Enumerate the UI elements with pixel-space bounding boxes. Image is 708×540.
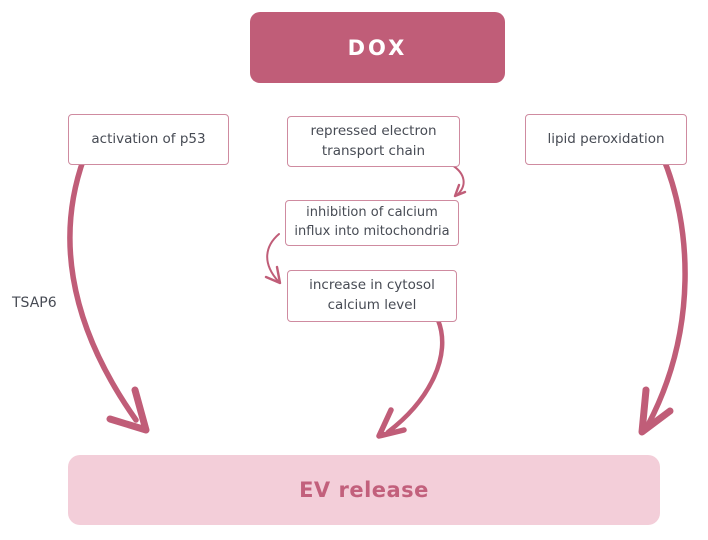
arrow-cytosol-to-ev: [376, 317, 445, 439]
arrow-lipid-to-ev: [638, 152, 688, 436]
repressed-electron-transport-chain-node: repressed electron transport chain: [287, 116, 460, 167]
dox-node-label: DOX: [347, 35, 408, 60]
arrow-p53-to-ev: [67, 155, 150, 434]
calcium-influx-inhibition-label: inhibition of calcium influx into mitoch…: [294, 205, 450, 239]
activation-of-p53-node: activation of p53: [68, 114, 229, 165]
tsap6-label: TSAP6: [12, 295, 57, 311]
arrow-influx-to-cytosol: [264, 233, 282, 285]
activation-of-p53-label: activation of p53: [91, 130, 206, 147]
cytosol-calcium-increase-node: increase in cytosol calcium level: [287, 270, 457, 322]
ev-release-label: EV release: [299, 478, 429, 502]
lipid-peroxidation-label: lipid peroxidation: [547, 130, 665, 147]
repressed-electron-transport-chain-label: repressed electron transport chain: [310, 122, 437, 159]
arrow-etc-to-influx: [451, 164, 467, 198]
dox-node: DOX: [250, 12, 505, 83]
calcium-influx-inhibition-node: inhibition of calcium influx into mitoch…: [285, 200, 459, 246]
lipid-peroxidation-node: lipid peroxidation: [525, 114, 687, 165]
ev-release-node: EV release: [68, 455, 660, 525]
cytosol-calcium-increase-label: increase in cytosol calcium level: [309, 277, 435, 313]
